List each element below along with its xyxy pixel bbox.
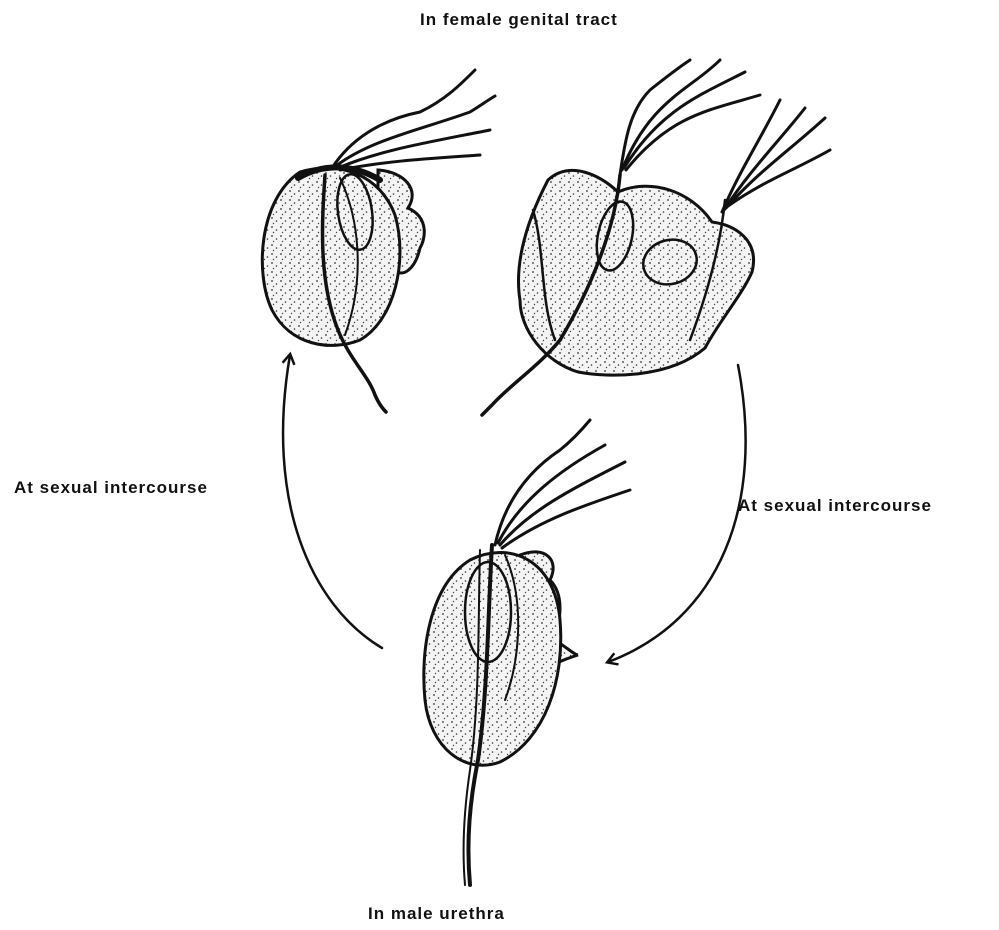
cell-body — [262, 168, 400, 345]
flagella — [332, 70, 495, 170]
organism-male-urethra — [424, 420, 630, 885]
cell-body — [518, 170, 753, 375]
flagella-a — [620, 60, 760, 175]
organism-female-tract-right — [482, 60, 830, 415]
label-left-arrow: At sexual intercourse — [14, 478, 208, 498]
label-male-urethra: In male urethra — [368, 904, 505, 924]
flagella — [495, 420, 630, 548]
arrow-male-to-female — [283, 355, 382, 648]
label-female-genital-tract: In female genital tract — [420, 10, 618, 30]
label-right-arrow: At sexual intercourse — [738, 496, 932, 516]
arrow-female-to-male — [608, 365, 746, 662]
flagella-b — [722, 100, 830, 212]
cell-body — [424, 553, 561, 766]
organism-female-tract-left — [262, 70, 495, 412]
